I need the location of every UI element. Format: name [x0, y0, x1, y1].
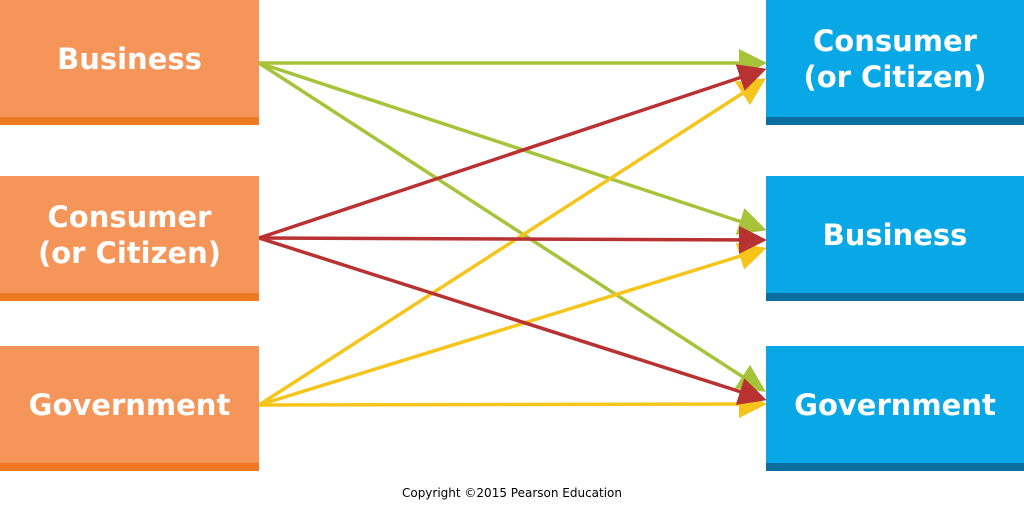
source-consumer-label: Consumer (or Citizen)	[37, 199, 222, 270]
source-business-box: Business	[0, 0, 259, 125]
source-government-box: Government	[0, 346, 259, 471]
arrow-government-to-government	[258, 390, 767, 419]
arrow-consumer-to-consumer	[258, 64, 767, 240]
target-business-box: Business	[766, 176, 1024, 301]
arrow-government-to-business	[258, 242, 767, 407]
arrow-business-to-government	[258, 61, 766, 392]
target-government-label: Government	[794, 387, 996, 422]
target-consumer-label: Consumer (or Citizen)	[803, 23, 987, 94]
arrow-consumer-to-business	[258, 225, 767, 254]
target-consumer-box: Consumer (or Citizen)	[766, 0, 1024, 125]
copyright-notice: Copyright ©2015 Pearson Education	[401, 486, 623, 500]
arrow-business-to-business	[258, 61, 767, 235]
arrow-government-to-consumer	[258, 78, 766, 407]
source-consumer-box: Consumer (or Citizen)	[0, 176, 259, 301]
source-government-label: Government	[28, 387, 231, 422]
target-business-label: Business	[822, 217, 968, 252]
source-business-label: Business	[57, 41, 202, 76]
arrow-consumer-to-government	[258, 236, 767, 405]
target-government-box: Government	[766, 346, 1024, 471]
